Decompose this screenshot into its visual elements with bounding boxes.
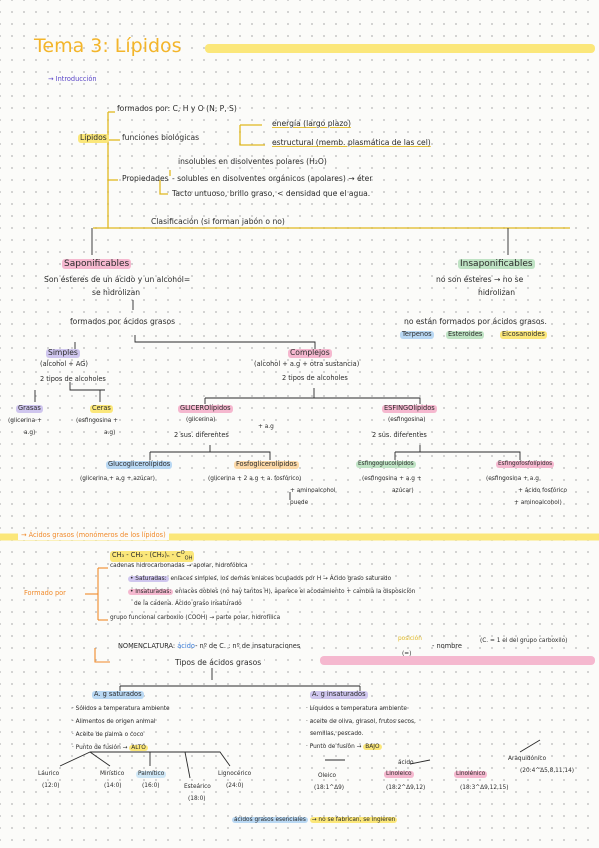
simples-sub: (alcohol + AG) bbox=[40, 360, 88, 368]
tipos-acidos-grasos: Tipos de ácidos grasos bbox=[172, 658, 265, 668]
esfingoglucolipidos-sub1: (esfingosina + a.g + bbox=[362, 476, 422, 482]
esfingofosfolipidos-sub2: + ácido fosfórico bbox=[518, 488, 568, 494]
posicion: posición bbox=[398, 636, 422, 642]
araquidonico: Araquidónico bbox=[508, 756, 547, 762]
funcion-estructural: estructural (memb. plasmática de las cel… bbox=[272, 138, 431, 147]
formado-por: Formado por bbox=[24, 589, 66, 597]
solubles: - solubles en disolventes orgánicos (apo… bbox=[172, 174, 373, 183]
formados-por: formados por: C, H y O (N, P, S) bbox=[117, 104, 237, 113]
ag-insaturados: A. g insaturados bbox=[310, 690, 368, 699]
araquidonico-n: (20:4^Δ5,8,11,14) bbox=[520, 768, 575, 774]
complejos-tipos: 2 tipos de alcoholes bbox=[282, 374, 348, 382]
glicerolipidos-sub: (glicerina) bbox=[186, 417, 216, 423]
formados-acidos-grasos: formados por ácidos grasos bbox=[70, 317, 176, 326]
linolenico-n: (18:3^Δ9,12,15) bbox=[460, 785, 509, 791]
propiedades: Propiedades bbox=[122, 174, 169, 183]
grupo-funcional: grupo funcional carboxilo (COOH) → parte… bbox=[110, 615, 281, 621]
page-title: Tema 3: Lípidos bbox=[34, 35, 182, 57]
esfingolipidos-sus: 2 sus. diferentes bbox=[372, 431, 427, 439]
linoleico: Linoleico bbox=[384, 771, 414, 778]
simples-tipos: 2 tipos de alcoholes bbox=[40, 375, 106, 383]
esfingolipidos-title: ESFINGOlípidos bbox=[382, 404, 437, 413]
esfingofosfolipidos-sub3: + aminoalcohol) bbox=[514, 500, 562, 506]
sat-2: · Alimentos de origen animal bbox=[72, 719, 156, 725]
esfingoglucolipidos-sub2: azúcar) bbox=[392, 488, 414, 494]
glucoglicerolipidos: Glucoglicerolípidos bbox=[106, 460, 173, 469]
acidos-grasos-heading: → Ácidos grasos (monómeros de los lípido… bbox=[18, 531, 169, 540]
cadenas: cadenas hidrocarbonadas → apolar, hidrof… bbox=[110, 563, 248, 569]
fosfoglicerolipidos: Fosfoglicerolípidos bbox=[234, 460, 299, 469]
linolenico: Linolénico bbox=[454, 771, 488, 778]
insaponificables-title: Insaponificables bbox=[458, 259, 535, 270]
palmitico: Palmítico bbox=[136, 771, 167, 778]
simples-title: Simples bbox=[46, 348, 80, 358]
ins-2: · aceite de oliva, girasol, frutos secos… bbox=[306, 719, 416, 725]
tacto: Tacto untuoso, brillo graso, < densidad … bbox=[172, 189, 371, 198]
glucoglicerolipidos-sub: (glicerina + a.g + azúcar) bbox=[80, 476, 155, 482]
saponificables-title: Saponificables bbox=[62, 259, 132, 270]
insaturadas: • Insaturadas: enlaces dobles (no hay ta… bbox=[128, 589, 416, 595]
oleico: Oleico bbox=[318, 773, 337, 779]
nomenclatura: NOMENCLATURA: ácido- nº de C. : nº de in… bbox=[118, 642, 301, 650]
clasificacion: Clasificación (si forman jabón o no) bbox=[148, 217, 288, 227]
eicosanoides: Eicosanoides bbox=[500, 330, 547, 339]
palmitico-n: (16:0) bbox=[142, 783, 160, 789]
grasas-sub1: (glicerina + bbox=[8, 418, 42, 424]
funciones-biologicas: funciones biológicas bbox=[122, 133, 200, 142]
sat-1: · Sólidos a temperatura ambiente bbox=[72, 706, 170, 712]
glicerolipidos-title: GLICEROlípidos bbox=[178, 404, 233, 413]
ceras-sub1: (esfingosina + bbox=[76, 418, 118, 424]
insaponificables-desc2: hidrolizan bbox=[478, 288, 516, 297]
esfingofosfolipidos-sub1: (esfingosina + a.g bbox=[486, 476, 539, 482]
lignocerico: Lignocérico bbox=[218, 771, 252, 777]
laurico-n: (12:0) bbox=[42, 783, 60, 789]
ceras-sub2: a.g) bbox=[104, 430, 116, 436]
insaponificables-desc1: no son ésteres → no se bbox=[436, 275, 524, 284]
estearico: Esteárico bbox=[184, 784, 211, 790]
terpenos: Terpenos bbox=[400, 330, 434, 339]
ins-2b: semillas, pescado. bbox=[310, 731, 364, 737]
grasas-sub2: a.g) bbox=[24, 430, 36, 436]
linoleico-n: (18:2^Δ9,12) bbox=[386, 785, 426, 791]
miristico-n: (14:0) bbox=[104, 783, 122, 789]
glicerolipidos-sus: 2 sus. diferentes bbox=[174, 431, 229, 439]
ag-saturados: A. g saturados bbox=[92, 690, 144, 699]
nom-nota: (C. = 1 el del grupo carboxilo) bbox=[480, 638, 568, 644]
formula: CH₃ - CH₂ - (CH₂)ₙ - COOH bbox=[110, 550, 195, 563]
grasas-title: Grasas bbox=[16, 404, 43, 413]
ins-3: · Punto de fusión → BAJO bbox=[306, 744, 382, 750]
sat-3: · Aceite de palma o coco bbox=[72, 732, 144, 738]
esteroides: Esteroides bbox=[446, 330, 485, 339]
complejos-title: Complejos bbox=[288, 348, 332, 358]
lignocerico-n: (24:0) bbox=[226, 783, 244, 789]
no-estan-formados: no están formados por ácidos grasos. bbox=[404, 317, 547, 326]
intro-heading: → Introducción bbox=[48, 75, 97, 83]
saponificables-desc2: se hidrolizan bbox=[92, 288, 141, 297]
saponificables-desc1: Son ésteres de un ácido y un alcohol= bbox=[44, 275, 191, 284]
esfingoglucolipidos: Esfingoglucolípidos bbox=[356, 461, 416, 468]
acido-label: ácido bbox=[398, 760, 414, 766]
miristico: Mirístico bbox=[100, 771, 125, 777]
ceras-title: Ceras bbox=[90, 404, 113, 413]
fosfoglicerolipidos-sub: (glicerina + 2 a.g + a. fosfórico) bbox=[208, 476, 302, 482]
funcion-energia: energía (largo plazo) bbox=[272, 119, 351, 128]
laurico: Láurico bbox=[38, 771, 60, 777]
fosfoglicerolipidos-amino: + aminoalcohol bbox=[290, 488, 336, 494]
lipidos-label: Lípidos bbox=[78, 133, 109, 143]
esfingofosfolipidos: Esfingofosfolípidos bbox=[496, 461, 555, 468]
posicion-eq: (=) bbox=[402, 651, 412, 657]
nom-nombre: - nombre bbox=[432, 642, 462, 650]
esfingolipidos-sub: (esfingosina) bbox=[388, 417, 426, 423]
oleico-n: (18:1^Δ9) bbox=[314, 785, 345, 791]
fosfoglicerolipidos-puede: puede bbox=[290, 500, 309, 506]
glicerolipidos-ag: + a.g bbox=[258, 424, 274, 430]
ins-1: · Líquidos a temperatura ambiente bbox=[306, 706, 407, 712]
saturadas: • Saturadas: enlaces simples, los demás … bbox=[128, 576, 392, 582]
esenciales: ácidos grasos esenciales → no se fabrica… bbox=[232, 817, 398, 823]
complejos-sub: (alcohol + a.g + otra sustancia) bbox=[254, 360, 360, 368]
insolubles: insolubles en disolventes polares (H₂O) bbox=[178, 157, 327, 166]
insaturadas-desc2: de la cadena. Ácido graso insaturado bbox=[134, 601, 242, 607]
estearico-n: (18:0) bbox=[188, 796, 206, 802]
sat-4: · Punto de fusión → ALTO bbox=[72, 745, 148, 751]
